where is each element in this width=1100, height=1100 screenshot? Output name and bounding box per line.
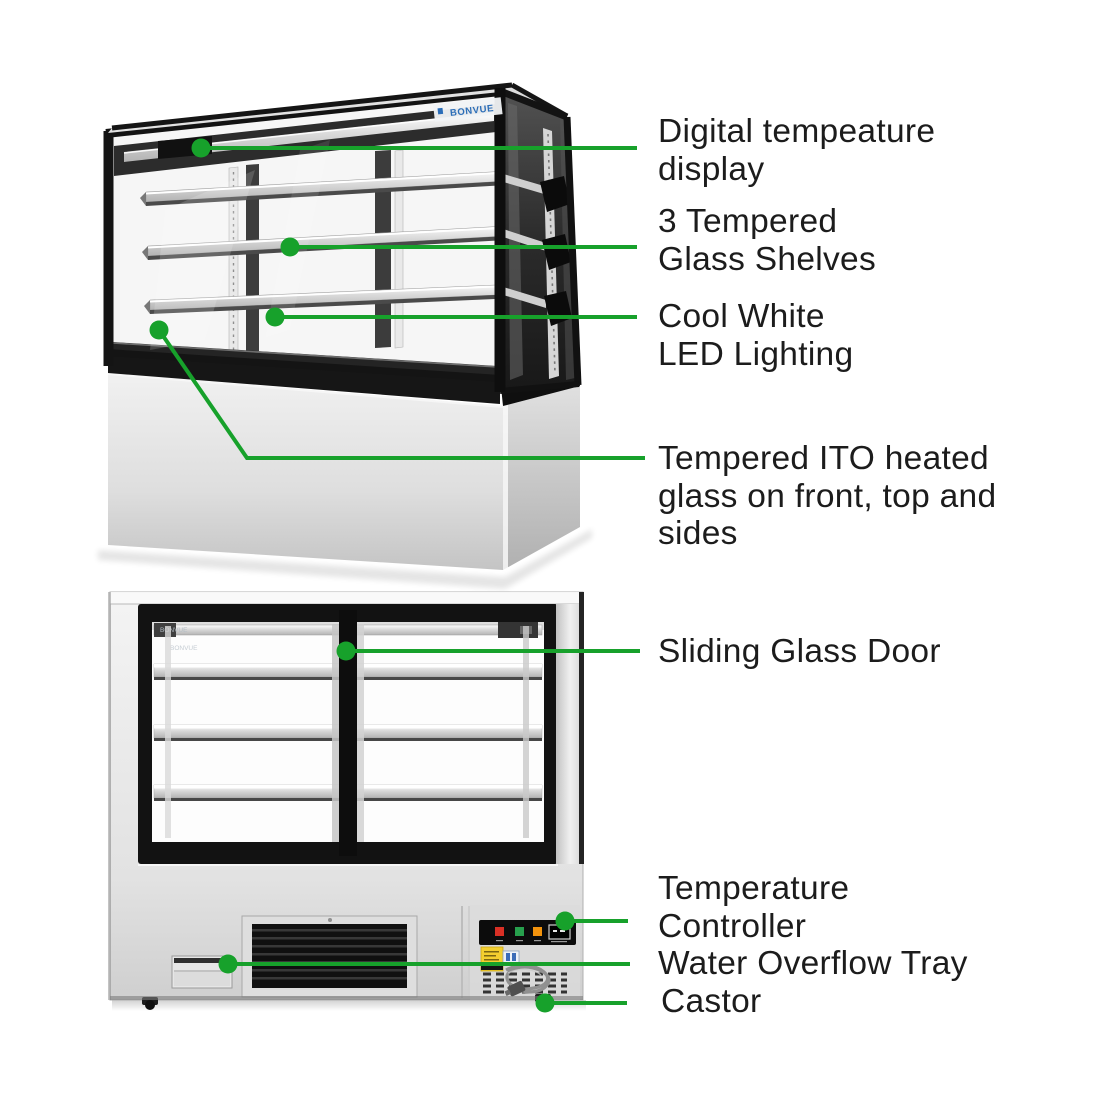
shelf-bracket [540, 176, 570, 212]
cabinet-shadow [98, 529, 592, 589]
label-line: Water Overflow Tray [658, 945, 968, 982]
label-line: Glass Shelves [658, 240, 877, 278]
warning-sticker [480, 946, 504, 972]
label-line: Temperature [658, 870, 850, 907]
callout-label-water-overflow-tray: Water Overflow Tray [658, 945, 968, 983]
glass-reflection [150, 170, 255, 350]
rating-sticker [502, 950, 520, 964]
callout-dot [265, 307, 285, 327]
callout-dot [218, 954, 238, 974]
label-line: 3 Tempered [658, 203, 838, 240]
callout-castor [535, 993, 627, 1013]
svg-text:BONVUE: BONVUE [449, 103, 494, 119]
top-strip [110, 592, 583, 604]
top-view-cabinet: BONVUE [98, 82, 592, 589]
power-cord [504, 964, 551, 997]
brand-logo-faint: BONVUE [170, 645, 198, 652]
callout-label-led-lighting: Cool White LED Lighting [658, 298, 853, 373]
glass-shelf [144, 282, 543, 314]
vent-grille [241, 915, 418, 998]
label-line: Castor [661, 983, 762, 1020]
label-line: Cool White [658, 298, 825, 335]
callout-ito-heated-glass [149, 320, 645, 460]
callout-label-tempered-glass-shelves: 3 Tempered Glass Shelves [658, 203, 876, 278]
callout-dot [555, 911, 575, 931]
callout-label-castor: Castor [661, 983, 761, 1021]
temperature-controller-panel [479, 920, 576, 945]
callout-dot [535, 993, 555, 1013]
callout-digital-temp-display [191, 138, 637, 158]
controller-button-orange [533, 927, 542, 936]
callout-dot [336, 641, 356, 661]
label-line: sides [658, 515, 738, 553]
callout-water-overflow-tray [218, 954, 630, 974]
brand-logo-faint: BONVUE [160, 627, 188, 634]
callout-lines [149, 138, 645, 1013]
controller-button-red [495, 927, 504, 936]
callout-dot [280, 237, 300, 257]
stainless-base [107, 352, 580, 570]
front-view-cabinet: BONVUE BONVUE [108, 591, 586, 1011]
shelf-bracket [542, 234, 571, 270]
glass-shelf [140, 168, 543, 206]
brand-logo: BONVUE [433, 97, 503, 122]
black-frame [103, 82, 582, 394]
callout-led-lighting [265, 307, 637, 327]
glass-reflection [265, 140, 330, 338]
label-line: display [658, 150, 765, 188]
label-line: LED Lighting [658, 335, 854, 373]
callout-tempered-glass-shelves [280, 237, 637, 257]
callout-dot [191, 138, 211, 158]
sliding-door-center-bar [339, 610, 357, 856]
callout-label-temperature-controller: Temperature Controller [658, 870, 849, 945]
callout-sliding-glass-door [336, 641, 640, 661]
label-line: Digital tempeature [658, 113, 936, 150]
screw-icon [328, 918, 332, 922]
brand-flag-icon [437, 107, 444, 115]
callout-temperature-controller [555, 911, 628, 931]
cabinet-shadow [112, 1000, 586, 1011]
controller-button-green [515, 927, 524, 936]
callout-label-ito-heated-glass: Tempered ITO heated glass on front, top … [658, 440, 996, 553]
callout-label-sliding-glass-door: Sliding Glass Door [658, 633, 941, 671]
power-plug-icon [504, 980, 526, 997]
callout-label-digital-temp-display: Digital tempeature display [658, 113, 935, 188]
callout-dot [149, 320, 169, 340]
label-line: Sliding Glass Door [658, 633, 941, 670]
right-column [556, 604, 582, 864]
label-line: Controller [658, 907, 807, 945]
label-line: Tempered ITO heated [658, 440, 989, 477]
label-line: glass on front, top and [658, 477, 997, 515]
